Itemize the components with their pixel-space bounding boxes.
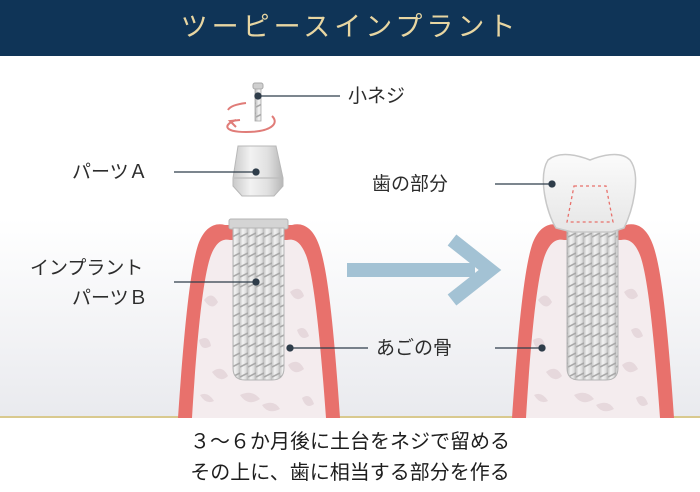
divider-line bbox=[0, 416, 700, 418]
implant-part-b bbox=[228, 218, 289, 381]
crown-tooth bbox=[542, 153, 637, 233]
caption-line-2: その上に、歯に相当する部分を作る bbox=[190, 460, 510, 484]
label-jaw-bone: あごの骨 bbox=[376, 337, 453, 359]
header-bar: ツーピースインプラント bbox=[0, 0, 700, 56]
page-title: ツーピースインプラント bbox=[180, 12, 520, 43]
caption-line-1: ３～６か月後に土台をネジで留める bbox=[190, 429, 510, 453]
label-part-a: パーツＡ bbox=[72, 161, 148, 183]
leader-lines bbox=[174, 92, 556, 352]
label-small-screw: 小ネジ bbox=[348, 85, 406, 107]
small-screw bbox=[252, 82, 264, 122]
arrow-right-icon bbox=[347, 234, 502, 306]
rotate-arrow-icon bbox=[226, 102, 276, 134]
right-bone-gum bbox=[512, 218, 674, 418]
label-implant: インプラント bbox=[30, 257, 144, 279]
label-tooth-part: 歯の部分 bbox=[372, 173, 449, 195]
label-part-b: パーツＢ bbox=[72, 287, 148, 309]
